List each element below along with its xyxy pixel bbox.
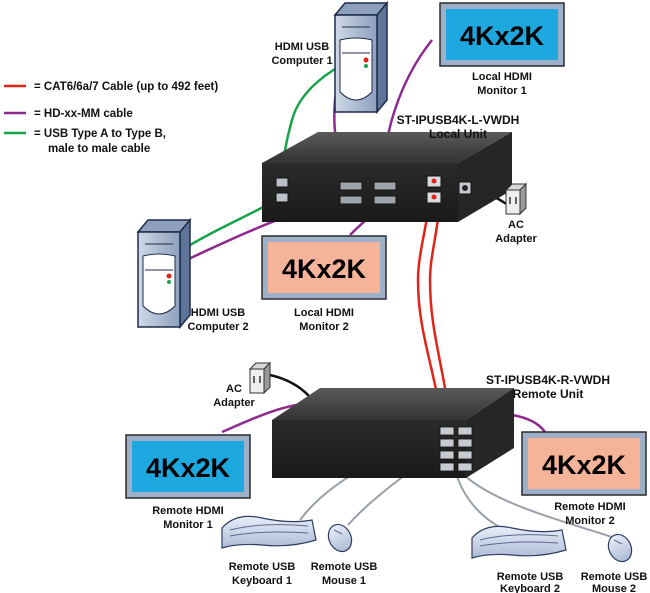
legend-cat6-text: = CAT6/6a/7 Cable (up to 492 feet): [34, 81, 218, 93]
remote-unit-box: [272, 388, 514, 478]
local-monitor-2-screen: [268, 242, 380, 293]
keyboard1-label-1: Remote USB: [229, 561, 296, 573]
mouse-1-icon: [327, 523, 353, 553]
local-monitor2-label-1: Local HDMI: [294, 307, 354, 319]
hdmi-cable-remote-monitor2: [511, 413, 547, 433]
remote-port-grid: [439, 426, 473, 472]
local-monitor1-label-2: Monitor 1: [477, 85, 527, 97]
keyboard2-label-1: Remote USB: [497, 571, 564, 583]
ac-adapter-local-icon: [504, 182, 528, 216]
local-monitor-2-screen-text: 4Kx2K: [282, 254, 367, 284]
ac-adapter-remote-label-2: Adapter: [213, 397, 255, 409]
hdmi-port-3: [373, 181, 397, 191]
computer2-label-1: HDMI USB: [191, 307, 245, 319]
usb-port-1: [275, 177, 289, 188]
mouse1-label-2: Mouse 1: [322, 575, 366, 587]
computer1-label-2: Computer 1: [271, 55, 332, 67]
local-unit-box: [262, 132, 512, 222]
local-monitor1-label-1: Local HDMI: [472, 71, 532, 83]
local-monitor-2: 4Kx2K: [261, 235, 387, 300]
remote-monitor2-label-2: Monitor 2: [565, 515, 615, 527]
usb-port-2: [275, 192, 289, 203]
legend: = CAT6/6a/7 Cable (up to 492 feet) = HD-…: [4, 81, 218, 155]
keyboard2-label-2: Keyboard 2: [500, 583, 560, 593]
remote-unit-name: Remote Unit: [513, 387, 584, 401]
legend-hd-text: = HD-xx-MM cable: [34, 108, 133, 120]
mouse-2-icon: [607, 533, 633, 563]
remote-monitor-1-screen-text: 4Kx2K: [146, 453, 231, 483]
ac-adapter-remote-icon: [248, 361, 272, 395]
remote-monitor-2-screen-text: 4Kx2K: [542, 450, 627, 480]
keyboard1-label-2: Keyboard 1: [232, 575, 292, 587]
local-unit-model: ST-IPUSB4K-L-VWDH: [397, 113, 520, 127]
local-monitor-1-screen: [446, 9, 558, 60]
legend-usb-text: = USB Type A to Type B,: [34, 128, 166, 140]
local-unit-name: Local Unit: [429, 127, 487, 141]
computer-1: [333, 0, 389, 115]
computer-2: [136, 217, 192, 330]
ac-adapter-local-label-1: AC: [508, 219, 524, 231]
keyboard-2-icon: [471, 525, 567, 559]
local-monitor-1-screen-text: 4Kx2K: [460, 21, 545, 51]
ac-adapter-remote-label-1: AC: [226, 383, 242, 395]
local-monitor-1: 4Kx2K: [439, 2, 565, 67]
remote-unit-model: ST-IPUSB4K-R-VWDH: [486, 373, 610, 387]
ac-adapter-local-label-2: Adapter: [495, 233, 537, 245]
hdmi-port-1: [339, 181, 363, 191]
cat-cable-1: [416, 187, 446, 431]
remote-monitor1-label-1: Remote HDMI: [152, 505, 224, 517]
keyboard-1-icon: [221, 515, 317, 549]
remote-monitor-2: 4Kx2K: [521, 431, 647, 496]
remote-monitor-1-screen: [132, 441, 244, 492]
hdmi-port-4: [373, 195, 397, 205]
cat-cable-2: [428, 202, 454, 431]
legend-usb-text-2: male to male cable: [48, 143, 150, 155]
mouse2-label-1: Remote USB: [581, 571, 648, 583]
remote-monitor2-label-1: Remote HDMI: [554, 501, 626, 513]
remote-monitor-1: 4Kx2K: [125, 434, 251, 499]
mouse2-label-2: Mouse 2: [592, 583, 636, 593]
hdmi-port-2: [339, 195, 363, 205]
computer2-label-2: Computer 2: [187, 321, 248, 333]
remote-monitor-2-screen: [528, 438, 640, 489]
computer1-label-1: HDMI USB: [275, 41, 329, 53]
remote-monitor1-label-2: Monitor 1: [163, 519, 213, 531]
mouse1-label-1: Remote USB: [311, 561, 378, 573]
local-monitor2-label-2: Monitor 2: [299, 321, 349, 333]
